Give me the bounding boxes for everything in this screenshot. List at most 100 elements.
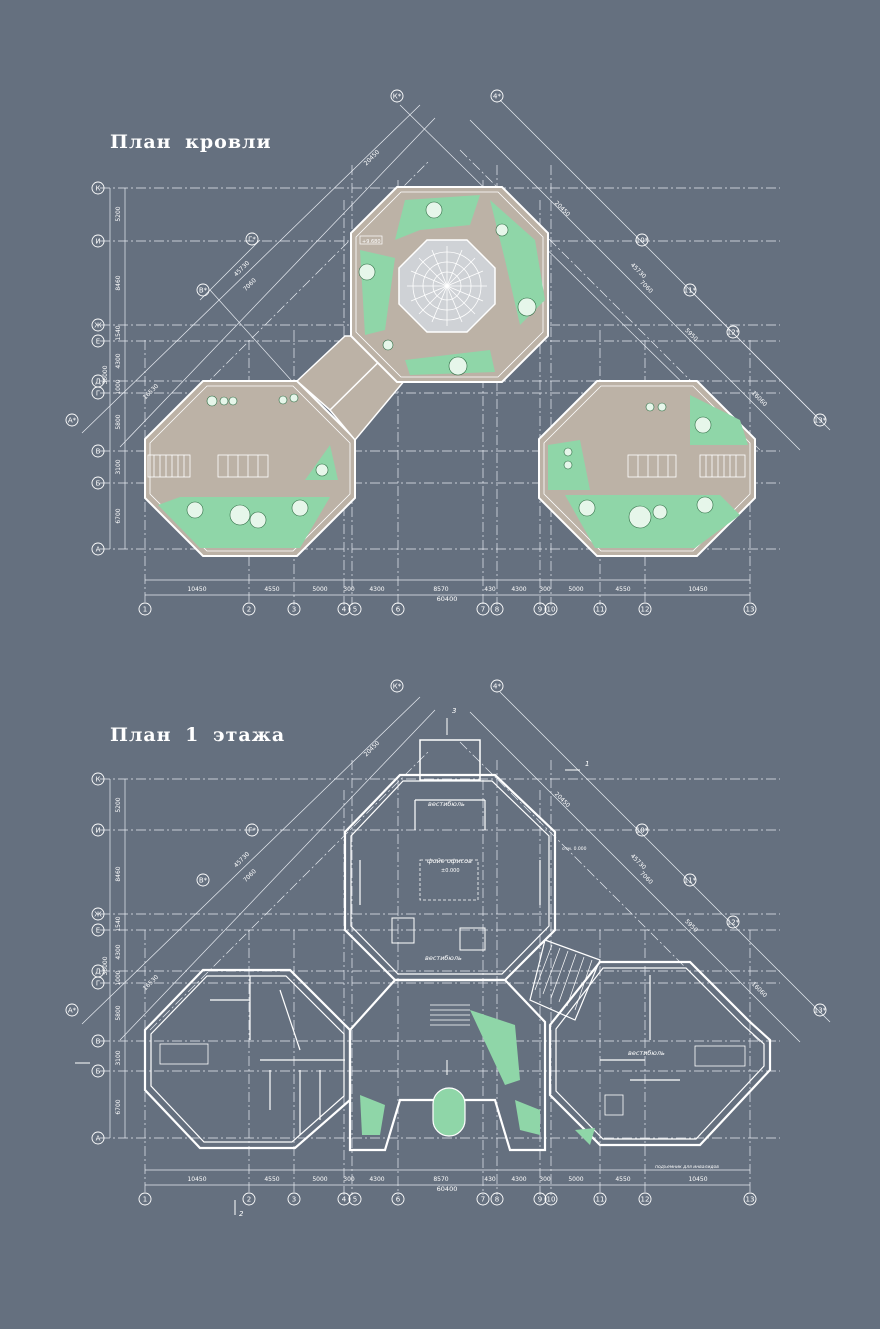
floor1-dim-total: 60400 — [437, 1185, 458, 1193]
roof-axis-diag-left-1-circle — [245, 232, 259, 246]
floor1-dim-diag-left-3: 20450 — [363, 740, 382, 759]
roof-dim-vertical-5: 36000 — [102, 365, 109, 384]
roof-dim-diag-left-0: 45730 — [233, 260, 252, 279]
roof-dim-diag-right-3: 5950 — [683, 327, 699, 343]
floor1-axis-diag-right-2: 11* — [684, 877, 697, 885]
label-vestibule-center: вестибюль — [425, 954, 462, 962]
floor1-dim-diag-right-4: 16060 — [750, 981, 769, 1000]
floor1-axis-number-9-circle — [544, 1192, 558, 1206]
roof-axis-number-1-circle — [242, 602, 256, 616]
floor1-dim-horizontal-5: 8570 — [433, 1176, 448, 1183]
floor1-dim-horizontal-3: 300 — [343, 1176, 355, 1183]
roof-dim-diag-left-2: 16530 — [142, 383, 161, 402]
roof-axis-number-11: 12 — [641, 606, 650, 614]
floor1-axis-diag-left-1-circle — [245, 823, 259, 837]
roof-dim-horizontal-1: 4550 — [264, 586, 279, 593]
roof-axis-number-10-circle — [593, 602, 607, 616]
roof-axis-diag-left-3: А* — [68, 417, 77, 425]
roof-axis-letter-6-circle — [91, 444, 105, 458]
roof-axis-diag-left-2-circle — [196, 283, 210, 297]
roof-axis-letter-6: В — [96, 448, 101, 456]
floor1-axis-letter-2: Ж — [94, 911, 102, 919]
floor1-axis-letter-6-circle — [91, 1034, 105, 1048]
roof-axis-number-3-circle — [337, 602, 351, 616]
floor1-dim-horizontal-6: 430 — [484, 1176, 496, 1183]
floor1-dim-vertical-8: 6700 — [115, 1099, 122, 1114]
label-foyer-mark: ±0.000 — [441, 868, 460, 874]
floor1-axis-letter-8-circle — [91, 1131, 105, 1145]
roof-axis-diag-right-3: 12* — [727, 329, 740, 337]
floor1-axis-diag-left-1: Г* — [248, 827, 256, 835]
floor1-axis-letter-7: Б — [96, 1068, 101, 1076]
roof-axis-number-12-circle — [743, 602, 757, 616]
floor1-axis-letter-6: В — [96, 1038, 101, 1046]
section-mark-1: 1 — [585, 760, 589, 768]
floor1-axis-diag-right-4-circle — [813, 1003, 827, 1017]
label-foyer: фойе офисов — [427, 857, 472, 865]
floor1-axis-letter-0: К — [96, 776, 101, 784]
roof-axis-letter-8: А — [96, 546, 101, 554]
roof-axis-diag-right-1-circle — [635, 233, 649, 247]
floor1-dim-horizontal-10: 4550 — [615, 1176, 630, 1183]
floor1-left-wing — [143, 968, 352, 1150]
floor1-axis-diag-right-1-circle — [635, 823, 649, 837]
floor1-lower-hall — [348, 978, 547, 1152]
floor1-dim-vertical-5: 36000 — [102, 956, 109, 975]
roof-axis-number-10: 11 — [596, 606, 605, 614]
roof-axis-letter-1-circle — [91, 234, 105, 248]
roof-axis-diag-left-2: В* — [199, 287, 208, 295]
floor1-axis-diag-left-3: А* — [68, 1007, 77, 1015]
floor1-axis-number-0: 1 — [143, 1196, 147, 1204]
roof-axis-letter-1: И — [95, 238, 100, 246]
roof-plan: +9.680 — [81, 99, 831, 605]
roof-dim-horizontal-11: 10450 — [688, 586, 707, 593]
roof-axis-diag-right-3-circle — [726, 325, 740, 339]
roof-axis-number-1: 2 — [247, 606, 251, 614]
roof-axis-diag-left-1: Г* — [248, 236, 256, 244]
roof-dome — [398, 239, 496, 333]
floor1-axis-letter-2-circle — [91, 907, 105, 921]
floor1-axis-diag-right-1: 10* — [636, 827, 649, 835]
roof-axis-number-8: 9 — [538, 606, 542, 614]
roof-axis-number-2: 3 — [292, 606, 296, 614]
roof-dim-horizontal-3: 300 — [343, 586, 355, 593]
floor1-axis-diag-right-0: 4* — [493, 683, 501, 691]
roof-axis-letter-2: Ж — [94, 322, 102, 330]
roof-dim-horizontal-9: 5000 — [568, 586, 583, 593]
roof-axis-diag-right-4-circle — [813, 413, 827, 427]
floor1-dim-vertical-6: 5800 — [115, 1005, 122, 1020]
floor1-axis-number-11: 12 — [641, 1196, 650, 1204]
floor1-dim-horizontal-9: 5000 — [568, 1176, 583, 1183]
roof-dim-vertical-0: 5200 — [115, 206, 122, 221]
floor1-axis-number-11-circle — [638, 1192, 652, 1206]
roof-dim-diag-right-2: 7060 — [638, 279, 654, 295]
roof-axis-letter-0: К — [96, 185, 101, 193]
floor1-axis-number-7-circle — [490, 1192, 504, 1206]
floor1-dim-vertical-2: 1540 — [115, 916, 122, 931]
roof-axis-number-6-circle — [476, 602, 490, 616]
roof-axis-diag-right-0: 4* — [493, 93, 501, 101]
roof-axis-number-11-circle — [638, 602, 652, 616]
roof-axis-diag-left-3-circle — [65, 413, 79, 427]
roof-axis-diag-left-0: К* — [393, 93, 402, 101]
roof-dim-diag-right-4: 16060 — [750, 390, 769, 409]
floor1-plan: вестибюль фойе офисов ±0.000 вестибюль в… — [75, 691, 831, 1218]
roof-dim-vertical-2: 1540 — [115, 325, 122, 340]
floor1-axis-letter-3: Е — [96, 927, 100, 935]
floor1-axis-diag-right-3-circle — [726, 915, 740, 929]
floor1-dim-diag-left-0: 45730 — [233, 851, 252, 870]
roof-axis-diag-right-0-circle — [490, 89, 504, 103]
roof-axis-number-5-circle — [391, 602, 405, 616]
roof-axis-letter-3: Е — [96, 338, 100, 346]
floor1-right-stair — [529, 939, 601, 1021]
floor1-axis-number-12: 13 — [746, 1196, 755, 1204]
floor1-dim-horizontal-11: 10450 — [688, 1176, 707, 1183]
floor1-axis-number-9: 10 — [547, 1196, 556, 1204]
roof-dim-horizontal-8: 300 — [539, 586, 551, 593]
roof-axis-number-2-circle — [287, 602, 301, 616]
floor1-axis-number-1-circle — [242, 1192, 256, 1206]
roof-axis-number-9-circle — [544, 602, 558, 616]
roof-axis-number-5: 6 — [396, 606, 401, 614]
roof-dim-horizontal-4: 4300 — [369, 586, 384, 593]
floor1-dim-horizontal-0: 10450 — [187, 1176, 206, 1183]
